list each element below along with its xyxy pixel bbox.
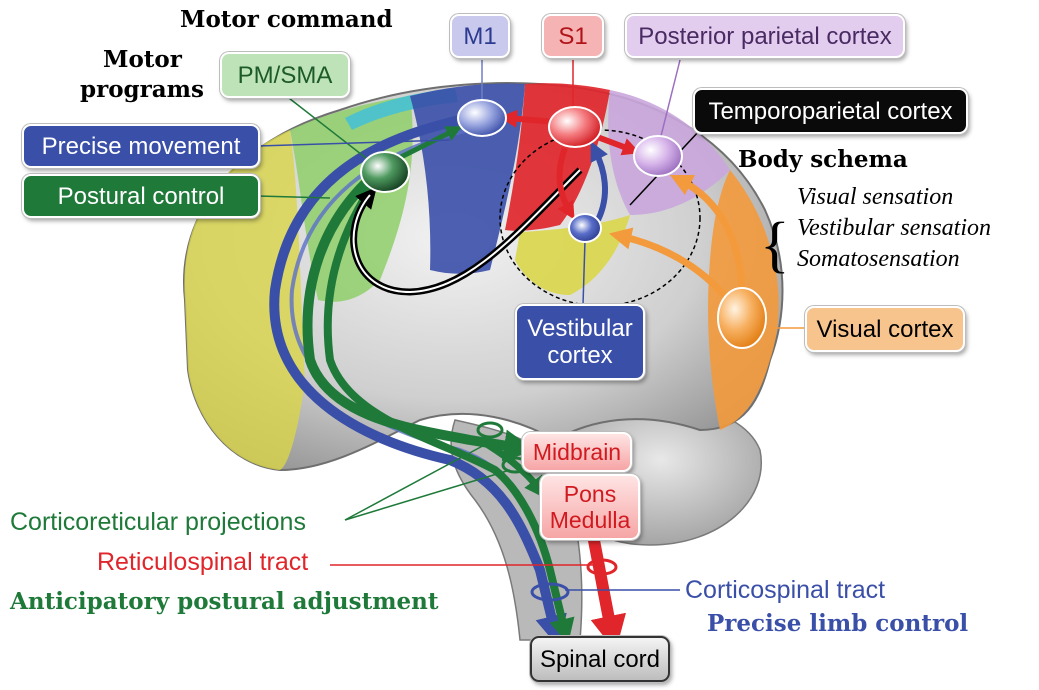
vestibular-cortex-line-2: cortex (547, 342, 612, 369)
pm-sma-node (361, 152, 409, 192)
m1-label-box: M1 (450, 14, 510, 58)
vestibular-node (569, 214, 601, 242)
visual-cortex-label-box: Visual cortex (805, 306, 965, 352)
medulla-label: Medulla (550, 507, 631, 533)
postural-control-label-box: Postural control (22, 174, 260, 218)
vestibular-sensation-label: Vestibular sensation (797, 215, 991, 242)
motor-programs-label-1: Motor (103, 46, 182, 73)
motor-command-label: Motor command (180, 6, 393, 33)
vestibular-cortex-label-box: Vestibular cortex (515, 304, 645, 380)
ppc-label-box: Posterior parietal cortex (625, 14, 905, 58)
s1-node (549, 107, 601, 147)
midbrain-label-box: Midbrain (522, 432, 632, 472)
s1-to-m1-arrow (508, 118, 555, 122)
body-schema-label: Body schema (738, 146, 908, 173)
corticoreticular-label: Corticoreticular projections (10, 508, 306, 537)
anticipatory-label: Anticipatory postural adjustment (10, 588, 439, 615)
body-schema-brace: { (760, 211, 790, 279)
vestibular-cortex-line-1: Vestibular (527, 315, 632, 342)
pm-sma-label-box: PM/SMA (220, 52, 350, 98)
m1-node (458, 100, 506, 136)
motor-programs-label-2: programs (80, 76, 204, 103)
reticulospinal-label: Reticulospinal tract (97, 548, 308, 577)
pons-label: Pons (564, 481, 616, 507)
ppc-node (634, 136, 682, 176)
temporoparietal-label-box: Temporoparietal cortex (693, 88, 968, 134)
pons-medulla-label-box: Pons Medulla (540, 474, 640, 540)
corticospinal-label: Corticospinal tract (685, 576, 885, 605)
precise-limb-label: Precise limb control (707, 610, 968, 637)
visual-node (718, 288, 766, 348)
precise-movement-label-box: Precise movement (22, 124, 260, 168)
spinal-cord-label-box: Spinal cord (530, 636, 670, 682)
somatosensation-label: Somatosensation (797, 246, 960, 273)
s1-label-box: S1 (542, 14, 604, 58)
visual-sensation-label: Visual sensation (797, 184, 953, 211)
